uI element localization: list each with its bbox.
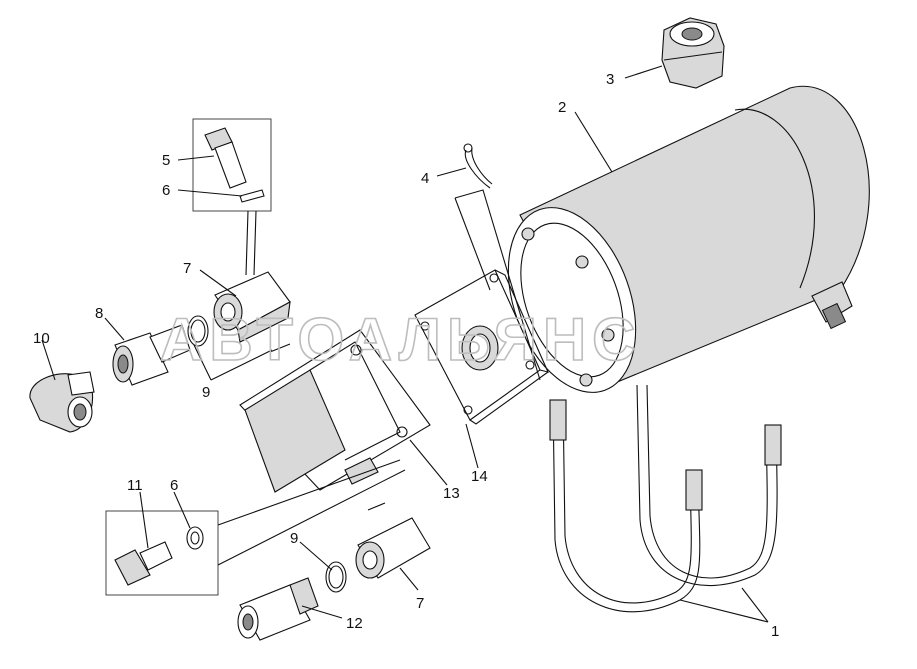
- o-ring-lower: [325, 561, 347, 593]
- callout-7-lower: 7: [416, 595, 424, 612]
- lock-washer-lower: [186, 526, 204, 550]
- mounting-flange: [414, 269, 549, 425]
- callout-9-lower: 9: [290, 530, 298, 547]
- kit-box-bolt-washer: [192, 118, 272, 212]
- callout-8: 8: [95, 305, 103, 322]
- u-bolts: [549, 384, 782, 613]
- cotter-pin: [463, 143, 493, 189]
- callout-7-upper: 7: [183, 260, 191, 277]
- bolt: [204, 127, 247, 189]
- callout-9-upper: 9: [202, 384, 210, 401]
- o-ring-upper: [187, 315, 291, 353]
- nut: [661, 17, 725, 89]
- kit-box-bolt-washer-lower: [105, 510, 219, 596]
- callout-4: 4: [421, 170, 429, 187]
- leader-lines: [41, 65, 769, 623]
- callout-11: 11: [127, 477, 143, 494]
- nipple: [112, 324, 191, 386]
- banjo-fitting-upper: [213, 271, 291, 343]
- banjo-fitting-lower: [355, 502, 431, 579]
- callout-12: 12: [346, 615, 363, 632]
- callout-labels: 1 2 3 4 5 6 6 7 7 8 9 9 10 11 12 13 14: [33, 71, 779, 640]
- callout-10: 10: [33, 330, 50, 347]
- watermark: АВТОАЛЬЯНС: [160, 306, 642, 373]
- callout-14: 14: [471, 468, 488, 485]
- lock-washer-small: [239, 189, 265, 203]
- callout-13: 13: [443, 485, 460, 502]
- union-fitting: [237, 577, 319, 641]
- elbow-fitting: [29, 371, 95, 433]
- callout-5: 5: [162, 152, 170, 169]
- callout-6-lower: 6: [170, 477, 178, 494]
- cover-gasket: [239, 329, 431, 493]
- callout-1: 1: [771, 623, 779, 640]
- callout-2: 2: [558, 99, 566, 116]
- receiver-cylinder: [507, 85, 870, 393]
- callout-6-upper: 6: [162, 182, 170, 199]
- callout-3: 3: [606, 71, 614, 88]
- bolt-lower: [114, 541, 173, 586]
